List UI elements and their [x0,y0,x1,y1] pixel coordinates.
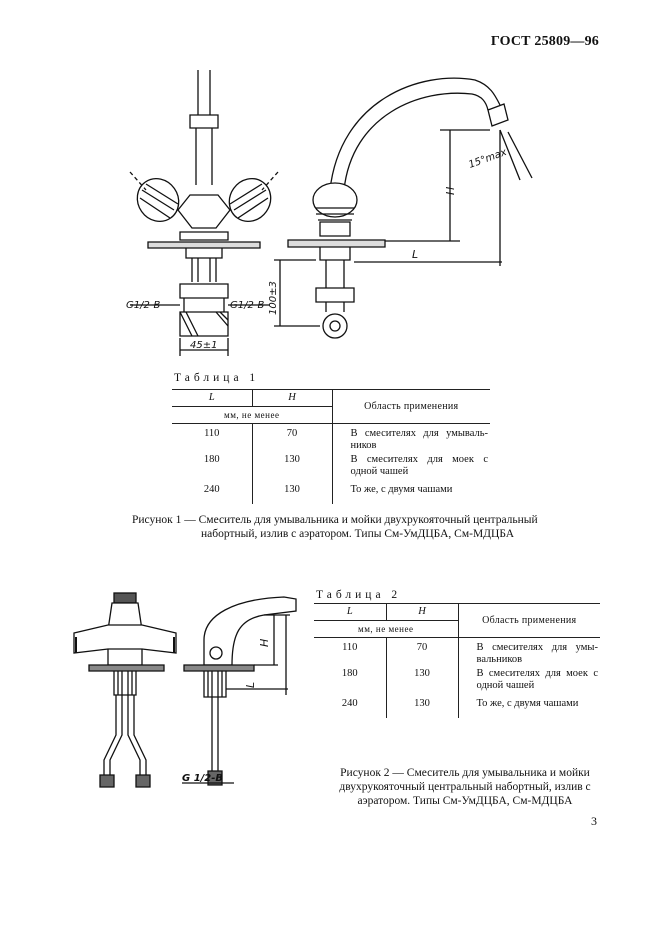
table-1-col-L: L [172,389,252,407]
fig2-side-counter [183,664,255,672]
width-dim-label: 45±1 [190,340,217,351]
table-2: L H Область применения мм, не менее 110 … [314,603,600,718]
side-handle [312,182,358,221]
table-1: L H Область применения мм, не менее 110 … [172,389,490,504]
document-header: ГОСТ 25809—96 [490,34,599,49]
table-row: 110 70 В смесителях для умываль­ников [172,423,490,454]
table-row: 240 130 То же, с двумя чашами [172,483,490,504]
table-2-units: мм, не менее [314,620,458,638]
fig2-L-label: L [244,682,257,688]
front-spout [197,70,211,115]
fig2-front-counter [88,664,165,672]
fig2-thread-label: G 1/2-B [182,773,223,784]
table-1-col-app: Область применения [331,389,490,424]
thread-left-label: G1/2-B [126,300,160,311]
front-right-handle [228,171,279,223]
table-1-units: мм, не менее [172,406,332,424]
angle-label: 15°max [467,147,508,171]
L-dim-label: L [412,248,418,261]
table-2-caption: Таблица 2 [316,589,402,601]
table-row: 180 130 В смесителях для моек с одной ча… [314,667,600,698]
H-dim-label: H [444,187,457,195]
front-counter [147,241,261,249]
height-dim-label: 100±3 [268,281,279,315]
table-row: 180 130 В смесителях для моек с одной ча… [172,453,490,484]
side-counter [287,239,386,248]
side-spout [329,77,509,191]
table-row: 240 130 То же, с двумя чашами [314,697,600,718]
table-row: 110 70 В смесителях для умы­вальников [314,637,600,668]
thread-right-label: G1/2-B [230,300,264,311]
table-2-col-app: Область применения [457,603,600,638]
figure-1-drawing: G1/2-B G1/2-B 45±1 100±3 H L 15°max [126,70,533,356]
table-2-col-H: H [385,603,458,621]
figure-1-caption: Рисунок 1 — Смеситель для умывальника и … [132,514,538,540]
front-left-handle [129,171,180,223]
table-1-col-H: H [251,389,332,407]
figure-2-drawing: H L G 1/2-B [73,592,297,788]
table-2-col-L: L [314,603,386,621]
table-1-caption: Таблица 1 [174,372,260,384]
page-number: 3 [591,814,597,828]
fig2-H-label: H [258,639,271,647]
figure-2-caption: Рисунок 2 — Смеситель для умывальника и … [339,767,591,807]
